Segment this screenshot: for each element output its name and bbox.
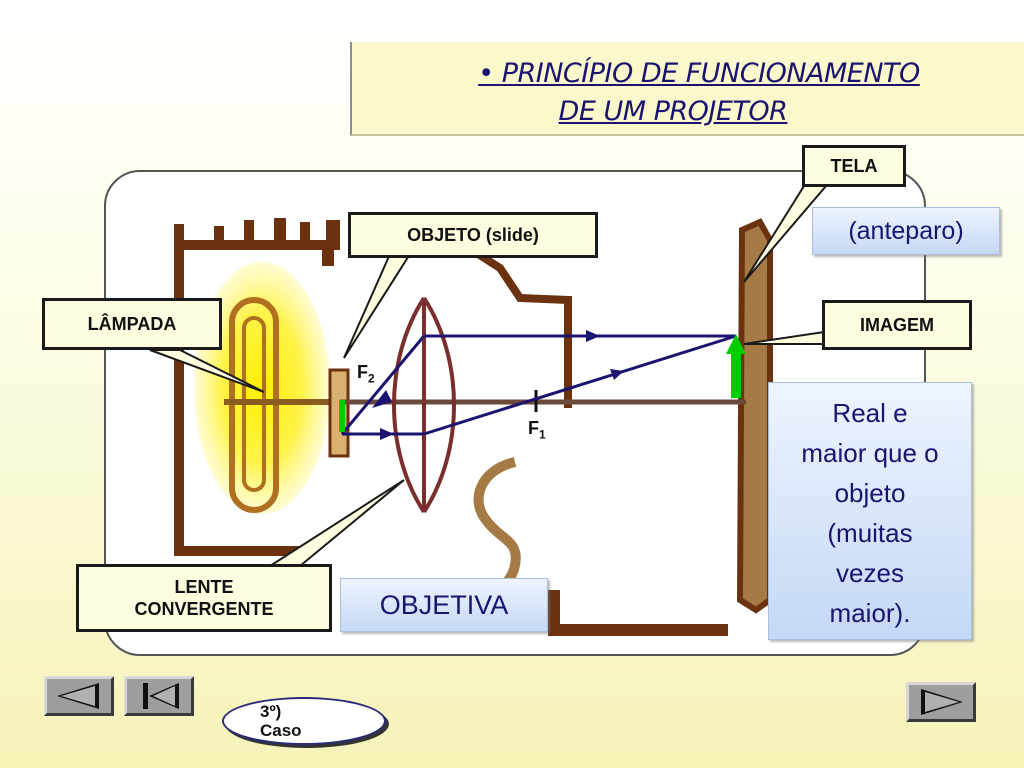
image-arrow <box>726 334 746 398</box>
title-text-1: PRINCÍPIO DE FUNCIONAMENTO <box>501 58 921 89</box>
imagem-callout: IMAGEM <box>822 300 972 350</box>
desc-line-4: (muitas <box>827 518 913 548</box>
tela-callout: TELA <box>802 145 906 187</box>
first-slide-button[interactable] <box>124 676 194 716</box>
f1-subscript: 1 <box>539 427 546 442</box>
f2-subscript: 2 <box>368 371 375 386</box>
title-line-2: DE UM PROJETOR <box>558 96 788 127</box>
light-rays <box>340 334 737 436</box>
desc-line-3: objeto <box>834 478 906 508</box>
lente-line-2: CONVERGENTE <box>134 599 274 619</box>
case-word: Caso <box>260 721 302 740</box>
objetiva-label: OBJETIVA <box>340 578 548 632</box>
ray-arrowheads <box>372 330 624 440</box>
desc-line-1: Real e <box>832 398 908 428</box>
desc-line-2: maior que o <box>801 438 939 468</box>
projector-housing <box>174 218 728 636</box>
case-3-button[interactable]: 3º) Caso <box>222 697 386 745</box>
triangle-right-icon <box>921 689 963 715</box>
desc-line-5: vezes <box>836 558 904 588</box>
callout-pointers <box>149 185 829 567</box>
case-number: 3º) <box>260 702 282 721</box>
f2-label: F2 <box>357 362 375 386</box>
convergent-lens <box>392 296 456 514</box>
f2-letter: F <box>357 362 368 382</box>
f1-letter: F <box>528 418 539 438</box>
objective-tube <box>452 232 572 408</box>
description-box: Real e maior que o objeto (muitas vezes … <box>768 382 972 640</box>
title-box: • PRINCÍPIO DE FUNCIONAMENTO DE UM PROJE… <box>350 42 1024 136</box>
lampada-callout: LÂMPADA <box>42 298 222 350</box>
title-bullet: • <box>478 58 494 89</box>
previous-slide-button[interactable] <box>44 676 114 716</box>
skip-to-start-icon <box>143 683 179 709</box>
title-line-1: • PRINCÍPIO DE FUNCIONAMENTO <box>352 58 1024 89</box>
lente-line-1: LENTE <box>174 577 234 597</box>
lamp-bulb-icon <box>224 297 340 513</box>
triangle-left-icon <box>57 683 99 709</box>
f1-label: F1 <box>528 418 546 442</box>
anteparo-label: (anteparo) <box>812 207 1000 255</box>
lente-callout: LENTE CONVERGENTE <box>76 564 332 632</box>
next-slide-button[interactable] <box>906 682 976 722</box>
desc-line-6: maior). <box>829 598 911 628</box>
objeto-callout: OBJETO (slide) <box>348 212 598 258</box>
